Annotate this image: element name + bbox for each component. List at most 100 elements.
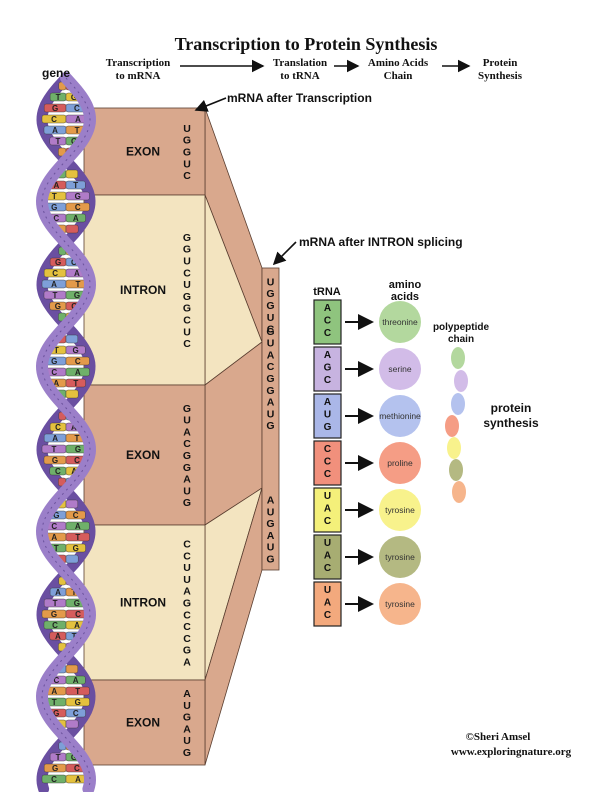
amino-acid-bead	[449, 459, 463, 481]
trna-box	[313, 393, 342, 439]
base-pair	[65, 334, 79, 344]
base-letter: A	[74, 621, 80, 630]
flow-step-2-line-1: Translation	[273, 57, 327, 69]
spliced-base: G	[266, 326, 274, 338]
mrna-base: C	[183, 438, 191, 450]
base-letter: A	[55, 588, 61, 597]
spliced-base: G	[266, 420, 274, 432]
trna-codon-letter: C	[324, 375, 331, 386]
base-pair	[65, 499, 79, 509]
mrna-base: U	[183, 256, 191, 268]
base-letter: A	[75, 775, 81, 784]
helix-texture	[41, 77, 91, 790]
base-letter: C	[73, 511, 79, 520]
base-letter: A	[51, 533, 57, 542]
exon-label: EXON	[126, 716, 160, 730]
mrna-transcription-label: mRNA after Transcription	[227, 91, 372, 105]
base-letter: C	[75, 203, 81, 212]
trna-codon-letter: C	[324, 516, 331, 527]
mrna-base: C	[183, 621, 191, 633]
mrna-base: G	[183, 598, 191, 610]
mrna-base: U	[183, 158, 191, 170]
base-letter: A	[53, 379, 59, 388]
base-letter: C	[74, 456, 80, 465]
base-letter: G	[52, 456, 58, 465]
base-letter: A	[73, 676, 79, 685]
amino-acid-label: threonine	[382, 317, 418, 327]
mrna-base: A	[183, 688, 191, 700]
base-letter: G	[51, 357, 57, 366]
base-pair	[65, 719, 79, 729]
mrna-base: U	[183, 326, 191, 338]
trna-codon-letter: A	[324, 598, 331, 609]
base-letter: A	[51, 280, 57, 289]
base-letter: G	[55, 302, 61, 311]
base-letter: A	[75, 522, 81, 531]
exon-panel	[83, 107, 206, 196]
trna-codon-letter: A	[324, 551, 331, 562]
base-letter: T	[73, 379, 78, 388]
base-pair	[65, 213, 86, 223]
spliced-base: A	[267, 397, 275, 409]
mrna-base: C	[183, 550, 191, 562]
mrna-base: U	[183, 562, 191, 574]
mrna-base: C	[183, 315, 191, 327]
base-letter: A	[74, 269, 80, 278]
mrna-base: G	[183, 497, 191, 509]
mrna-base: U	[183, 415, 191, 427]
trna-box	[313, 534, 342, 580]
polypeptide-chain	[445, 347, 468, 503]
base-letter: A	[55, 632, 61, 641]
base-letter: G	[75, 698, 81, 707]
spliced-base: U	[267, 312, 275, 324]
mrna-base: G	[183, 462, 191, 474]
amino-header-line-1: amino	[389, 279, 422, 291]
trna-codon-letter: A	[324, 504, 331, 515]
spliced-base: G	[266, 554, 274, 566]
base-letter: T	[76, 280, 81, 289]
base-letter: G	[74, 291, 80, 300]
amino-acid-bead	[451, 347, 465, 369]
base-pair	[65, 708, 86, 718]
spliced-base: A	[267, 349, 275, 361]
trna-codon-letter: C	[324, 316, 331, 327]
base-letter: T	[53, 291, 58, 300]
mrna-base: U	[183, 574, 191, 586]
gene-label: gene	[42, 66, 70, 80]
trna-codon-letter: C	[324, 328, 331, 339]
trna-codon-letter: U	[324, 491, 331, 502]
base-pair	[65, 169, 79, 179]
spliced-base: A	[267, 495, 275, 507]
mrna-base: U	[183, 735, 191, 747]
spliced-base: U	[267, 506, 275, 518]
base-letter: C	[51, 115, 57, 124]
base-pair	[65, 356, 90, 366]
base-letter: T	[75, 126, 80, 135]
amino-acid-label: tyrosine	[385, 552, 415, 562]
trna-codon-letter: C	[324, 563, 331, 574]
intron-label: INTRON	[120, 596, 166, 610]
mrna-splicing-label: mRNA after INTRON splicing	[299, 235, 463, 249]
base-letter: C	[71, 302, 77, 311]
mrna-base: C	[183, 267, 191, 279]
base-letter: A	[51, 687, 57, 696]
amino-acid-circle	[379, 301, 421, 343]
base-letter: C	[55, 423, 61, 432]
flow-step-3-line-2: Chain	[384, 70, 413, 82]
base-letter: A	[52, 126, 58, 135]
intron-label: INTRON	[120, 283, 166, 297]
base-letter: G	[52, 104, 58, 113]
spliced-base: G	[266, 288, 274, 300]
trna-box	[313, 487, 342, 533]
mrna-base: G	[183, 712, 191, 724]
trna-codon-letter: C	[324, 610, 331, 621]
amino-acid-circle	[379, 442, 421, 484]
base-letter: C	[74, 764, 80, 773]
flow-step-3-line-1: Amino Acids	[368, 57, 429, 69]
mrna-base: G	[183, 747, 191, 759]
base-pair	[65, 675, 86, 685]
base-letter: C	[52, 269, 58, 278]
trna-box	[313, 581, 342, 627]
base-letter: C	[74, 104, 80, 113]
